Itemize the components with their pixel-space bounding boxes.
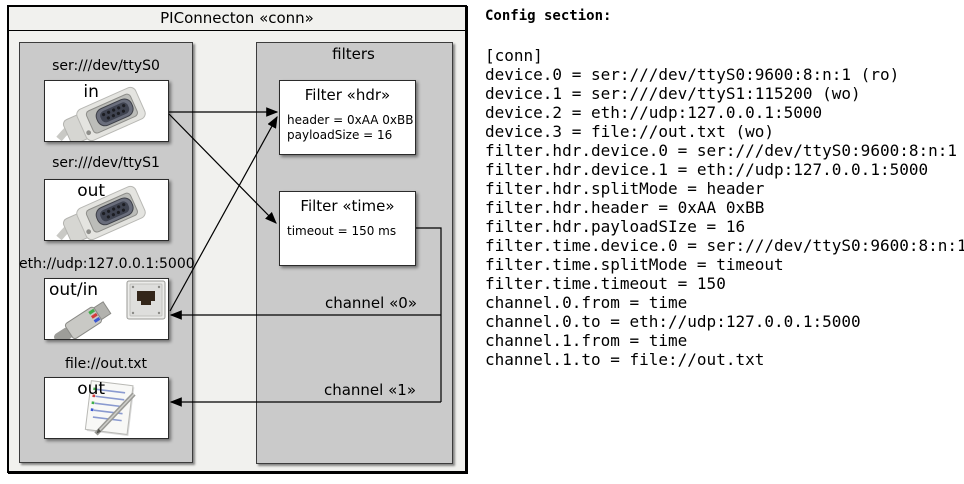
config-line: filter.hdr.device.0 = ser:///dev/ttyS0:9… xyxy=(485,141,958,160)
serial-connector-photo xyxy=(56,86,146,141)
config-line: filter.hdr.payloadSIze = 16 xyxy=(485,217,746,236)
notes-document-icon xyxy=(84,380,136,437)
config-line: channel.0.from = time xyxy=(485,293,688,312)
config-line: channel.1.from = time xyxy=(485,331,688,350)
config-line: filter.hdr.splitMode = header xyxy=(485,179,765,198)
serial-connector-photo xyxy=(56,185,146,240)
config-line: device.2 = eth://udp:127.0.0.1:5000 xyxy=(485,103,823,122)
filter-hdr-prop-payloadsize: payloadSize = 16 xyxy=(287,128,393,142)
channel-0-label: channel «0» xyxy=(324,294,417,312)
config-line: device.0 = ser:///dev/ttyS0:9600:8:n:1 (… xyxy=(485,65,900,84)
filter-box-time: Filter «time» timeout = 150 ms xyxy=(279,191,416,266)
filter-time-title: Filter «time» xyxy=(300,197,395,215)
config-line: filter.time.splitMode = timeout xyxy=(485,255,784,274)
config-lines: [conn] device.0 = ser:///dev/ttyS0:9600:… xyxy=(485,46,964,369)
config-line: filter.hdr.header = 0xAA 0xBB xyxy=(485,198,765,217)
device-box-file: out xyxy=(44,377,169,439)
config-line: device.1 = ser:///dev/ttyS1:115200 (wo) xyxy=(485,84,861,103)
device-direction: out xyxy=(77,379,106,399)
config-section: Config section: xyxy=(485,8,611,24)
filter-time-prop-timeout: timeout = 150 ms xyxy=(287,224,397,238)
device-uri-eth: eth://udp:127.0.0.1:5000 xyxy=(19,256,195,272)
config-line: [conn] xyxy=(485,46,543,65)
config-line: channel.0.to = eth://udp:127.0.0.1:5000 xyxy=(485,312,861,331)
filter-hdr-properties: header = 0xAA 0xBB payloadSize = 16 xyxy=(287,113,413,143)
device-box-ttyS1: out xyxy=(44,179,169,241)
device-direction: in xyxy=(83,82,99,102)
filter-hdr-prop-header: header = 0xAA 0xBB xyxy=(287,113,414,127)
channel-1-label: channel «1» xyxy=(323,381,416,399)
config-line: filter.time.device.0 = ser:///dev/ttyS0:… xyxy=(485,236,964,255)
config-line: channel.1.to = file://out.txt xyxy=(485,350,765,369)
filter-hdr-title: Filter «hdr» xyxy=(304,86,391,104)
config-heading: Config section: xyxy=(485,8,612,24)
device-box-ttyS0: in xyxy=(44,80,169,142)
filter-time-properties: timeout = 150 ms xyxy=(287,224,396,239)
filter-box-hdr: Filter «hdr» header = 0xAA 0xBB payloadS… xyxy=(279,80,416,155)
device-uri-ttyS1: ser:///dev/ttyS1 xyxy=(52,155,160,171)
config-line: filter.hdr.device.1 = eth://udp:127.0.0.… xyxy=(485,160,929,179)
device-direction: out/in xyxy=(49,280,99,300)
device-direction: out xyxy=(77,181,106,201)
config-line: device.3 = file://out.txt (wo) xyxy=(485,122,774,141)
diagram-title: PIConnecton «conn» xyxy=(9,7,465,31)
device-uri-file: file://out.txt xyxy=(64,356,148,372)
ethernet-connector-photo xyxy=(54,280,166,339)
filters-panel-title: filters xyxy=(332,45,375,63)
device-uri-ttyS0: ser:///dev/ttyS0 xyxy=(52,58,160,74)
config-line: filter.time.timeout = 150 xyxy=(485,274,726,293)
device-box-eth: out/in xyxy=(44,278,169,340)
